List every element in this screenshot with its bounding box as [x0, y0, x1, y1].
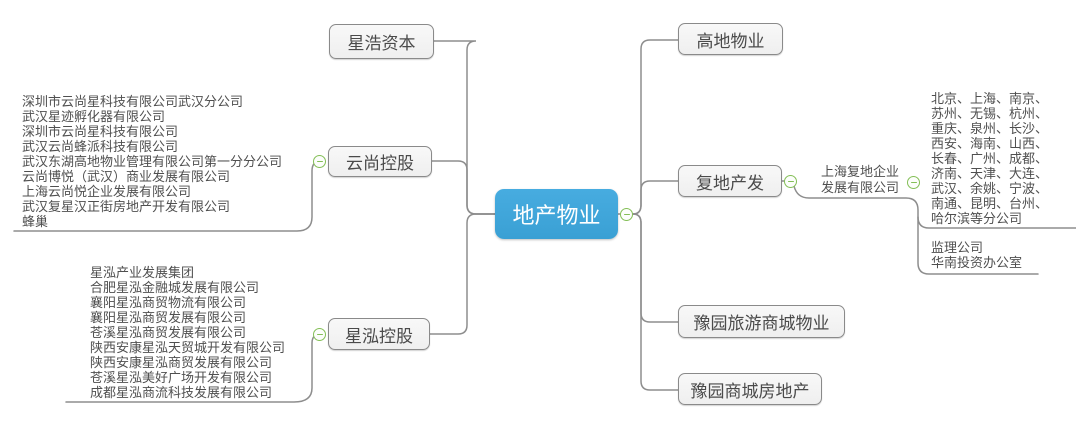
edge-fudi-shanghai — [781, 180, 1039, 275]
edge-root-yuyuan-tourism — [632, 213, 679, 323]
collapse-icon-xinghong[interactable] — [313, 328, 326, 341]
topic-yunshang-holdings[interactable]: 云尚控股 — [328, 146, 432, 177]
topic-branch-city-list[interactable]: 北京、上海、南京、 苏州、无锡、杭州、 重庆、泉州、长沙、 西安、海南、山西、 … — [931, 92, 1049, 227]
edge-root-yunshang — [431, 160, 497, 215]
topic-fudi-chanfa[interactable]: 复地产发 — [678, 165, 782, 197]
topic-xinghao-capital[interactable]: 星浩资本 — [329, 24, 434, 59]
collapse-icon-shanghai-fudi[interactable] — [907, 176, 920, 189]
collapse-icon-fudi[interactable] — [784, 175, 797, 188]
topic-xinghong-holdings[interactable]: 星泓控股 — [328, 318, 430, 350]
topic-gaodi-property[interactable]: 高地物业 — [678, 23, 783, 55]
edge-shanghai-cities — [917, 216, 1076, 229]
topic-yuyuan-mall-realestate[interactable]: 豫园商城房地产 — [678, 373, 822, 405]
edge-root-xinghong — [429, 213, 497, 335]
topic-shanghai-fudi-enterprise[interactable]: 上海复地企业 发展有限公司 — [820, 165, 899, 196]
topic-yuyuan-tourism-property[interactable]: 豫园旅游商城物业 — [678, 305, 845, 338]
topic-root[interactable]: 地产物业 — [495, 189, 618, 239]
edge-root-xinghao — [433, 40, 497, 215]
topic-supervision-offices[interactable]: 监理公司 华南投资办公室 — [931, 241, 1023, 271]
edge-root-fudi — [632, 180, 679, 215]
edge-root-yuyuan-realestate — [632, 213, 679, 391]
collapse-icon-root-right[interactable] — [620, 208, 633, 221]
collapse-icon-yunshang[interactable] — [313, 155, 326, 168]
topic-xinghong-company-list[interactable]: 星泓产业发展集团 合肥星泓金融城发展有限公司 襄阳星泓商贸物流有限公司 襄阳星泓… — [90, 266, 286, 401]
topic-yunshang-company-list[interactable]: 深圳市云尚星科技有限公司武汉分公司 武汉星迹孵化器有限公司 深圳市云尚星科技有限… — [22, 95, 283, 230]
edge-root-gaodi — [614, 39, 679, 215]
